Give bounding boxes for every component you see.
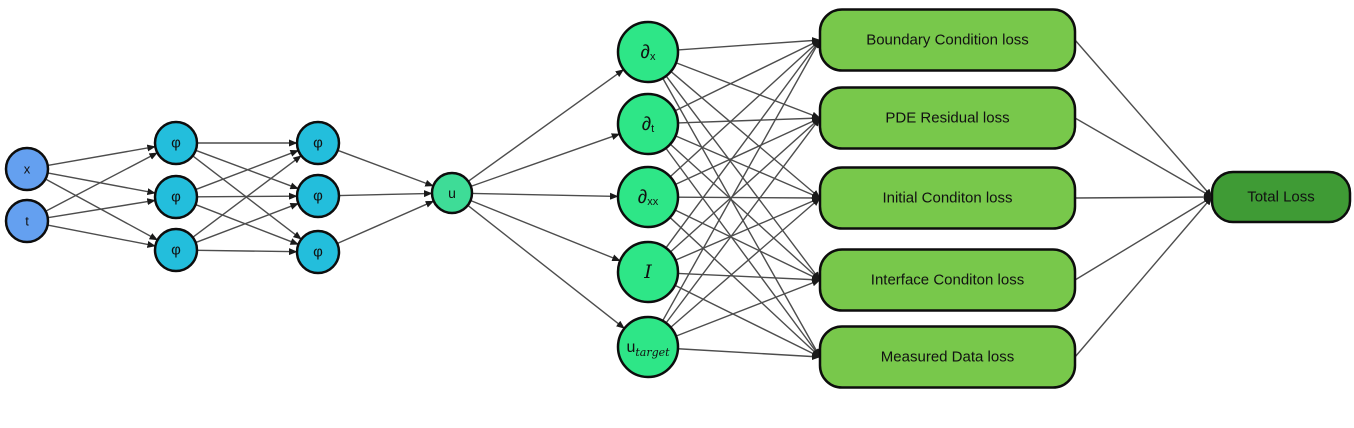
- node-hidden1-phi-2-label: φ: [171, 189, 181, 206]
- edge-hidden1-phi-2-to-hidden2-phi-3: [195, 203, 299, 246]
- edge-output-u-to-partial-t: [470, 133, 621, 188]
- edge-input-t-to-hidden1-phi-2: [47, 198, 156, 219]
- edge-partial-x-to-pde-residual: [675, 62, 821, 119]
- edge-u-target-to-pde-residual: [665, 117, 821, 324]
- node-u-target-label: utarget: [626, 339, 670, 359]
- loss-box-measured-data: Measured Data loss: [818, 325, 1077, 389]
- node-hidden2-phi-1: φ: [295, 120, 341, 166]
- edge-partial-t-to-measured-data: [665, 147, 821, 358]
- edge-input-x-to-hidden1-phi-1: [47, 144, 156, 167]
- edge-hidden1-phi-1-to-hidden2-phi-3: [192, 155, 302, 240]
- node-hidden1-phi-1: φ: [153, 120, 199, 166]
- edge-input-t-to-hidden1-phi-1: [45, 152, 158, 212]
- node-input-t: t: [4, 198, 50, 244]
- edge-hidden1-phi-2-to-hidden2-phi-1: [195, 149, 299, 191]
- edge-partial-t-to-pde-residual: [677, 114, 821, 124]
- node-hidden1-phi-1-label: φ: [171, 135, 181, 152]
- edge-partial-t-to-interface-condition: [669, 143, 821, 281]
- edge-hidden2-phi-2-to-output-u: [338, 190, 433, 198]
- edge-hidden1-phi-3-to-hidden2-phi-2: [195, 202, 299, 244]
- node-u-target: utarget: [616, 315, 680, 379]
- loss-box-initial-condition: Initial Conditon loss: [818, 166, 1077, 230]
- edge-u-target-to-boundary-condition: [662, 39, 821, 322]
- edge-input-t-to-hidden1-phi-3: [47, 224, 156, 248]
- edge-interface-op-to-measured-data: [674, 284, 821, 358]
- edge-partial-x-to-initial-condition: [670, 70, 821, 199]
- edge-input-x-to-hidden1-phi-2: [47, 172, 156, 196]
- node-hidden2-phi-3: φ: [295, 229, 341, 275]
- edge-interface-condition-to-total-loss: [1074, 196, 1213, 281]
- node-partial-x-label: ∂x: [641, 42, 656, 64]
- node-partial-t-label: ∂t: [642, 114, 654, 136]
- loss-box-boundary-condition: Boundary Condition loss: [818, 8, 1077, 72]
- edge-partial-xx-to-measured-data: [669, 216, 821, 358]
- loss-box-pde-residual-label: PDE Residual loss: [885, 110, 1009, 127]
- node-input-x-label: x: [24, 162, 31, 177]
- node-interface-op: I: [616, 240, 680, 304]
- loss-box-interface-condition-label: Interface Conditon loss: [871, 272, 1024, 289]
- loss-box-boundary-condition-label: Boundary Condition loss: [866, 32, 1029, 49]
- edge-boundary-condition-to-total-loss: [1074, 39, 1213, 198]
- node-output-u: u: [430, 171, 474, 215]
- edge-hidden2-phi-1-to-output-u: [337, 149, 434, 187]
- edge-partial-t-to-boundary-condition: [674, 39, 821, 112]
- edge-pde-residual-to-total-loss: [1074, 117, 1213, 198]
- edge-output-u-to-interface-op: [470, 199, 621, 262]
- total-loss-box: Total Loss: [1210, 170, 1352, 224]
- edge-interface-op-to-initial-condition: [675, 197, 821, 261]
- edge-output-u-to-partial-xx: [471, 192, 619, 200]
- node-partial-xx-label: ∂xx: [638, 187, 659, 209]
- edge-partial-x-to-measured-data: [662, 77, 821, 358]
- node-hidden2-phi-3-label: φ: [313, 244, 323, 261]
- edge-u-target-to-measured-data: [677, 348, 821, 361]
- loss-box-pde-residual: PDE Residual loss: [818, 86, 1077, 150]
- node-partial-xx: ∂xx: [616, 165, 680, 229]
- edge-initial-condition-to-total-loss: [1074, 193, 1213, 201]
- node-hidden1-phi-2: φ: [153, 174, 199, 220]
- edge-partial-xx-to-initial-condition: [677, 194, 821, 202]
- node-partial-x: ∂x: [616, 20, 680, 84]
- node-hidden2-phi-2-label: φ: [313, 188, 323, 205]
- edge-u-target-to-interface-condition: [675, 279, 821, 337]
- edge-interface-op-to-boundary-condition: [665, 39, 821, 249]
- node-interface-op-label: I: [643, 261, 652, 283]
- edges-layer: [45, 37, 1213, 361]
- node-partial-t: ∂t: [616, 92, 680, 156]
- edge-partial-x-to-boundary-condition: [677, 37, 821, 51]
- edge-partial-t-to-initial-condition: [675, 135, 821, 199]
- edge-measured-data-to-total-loss: [1074, 196, 1213, 358]
- node-hidden1-phi-3-label: φ: [171, 242, 181, 259]
- node-input-t-label: t: [25, 214, 29, 229]
- node-hidden2-phi-2: φ: [295, 173, 341, 219]
- edge-hidden2-phi-3-to-output-u: [336, 200, 435, 245]
- loss-box-initial-condition-label: Initial Conditon loss: [882, 190, 1012, 207]
- edge-output-u-to-u-target: [467, 204, 625, 330]
- edge-partial-xx-to-pde-residual: [674, 117, 821, 186]
- edge-u-target-to-initial-condition: [670, 197, 821, 328]
- loss-box-measured-data-label: Measured Data loss: [881, 349, 1014, 366]
- loss-box-interface-condition: Interface Conditon loss: [818, 248, 1077, 312]
- edge-hidden1-phi-3-to-hidden2-phi-3: [196, 248, 298, 256]
- node-hidden2-phi-1-label: φ: [313, 135, 323, 152]
- edge-partial-xx-to-boundary-condition: [669, 39, 821, 178]
- edge-hidden1-phi-3-to-hidden2-phi-1: [192, 155, 302, 238]
- edge-output-u-to-partial-x: [467, 68, 625, 182]
- node-output-u-label: u: [448, 185, 456, 201]
- node-hidden1-phi-3: φ: [153, 227, 199, 273]
- total-loss-box-label: Total Loss: [1247, 189, 1315, 206]
- edge-interface-op-to-pde-residual: [669, 117, 821, 253]
- edge-partial-xx-to-interface-condition: [674, 209, 821, 281]
- node-input-x: x: [4, 146, 50, 192]
